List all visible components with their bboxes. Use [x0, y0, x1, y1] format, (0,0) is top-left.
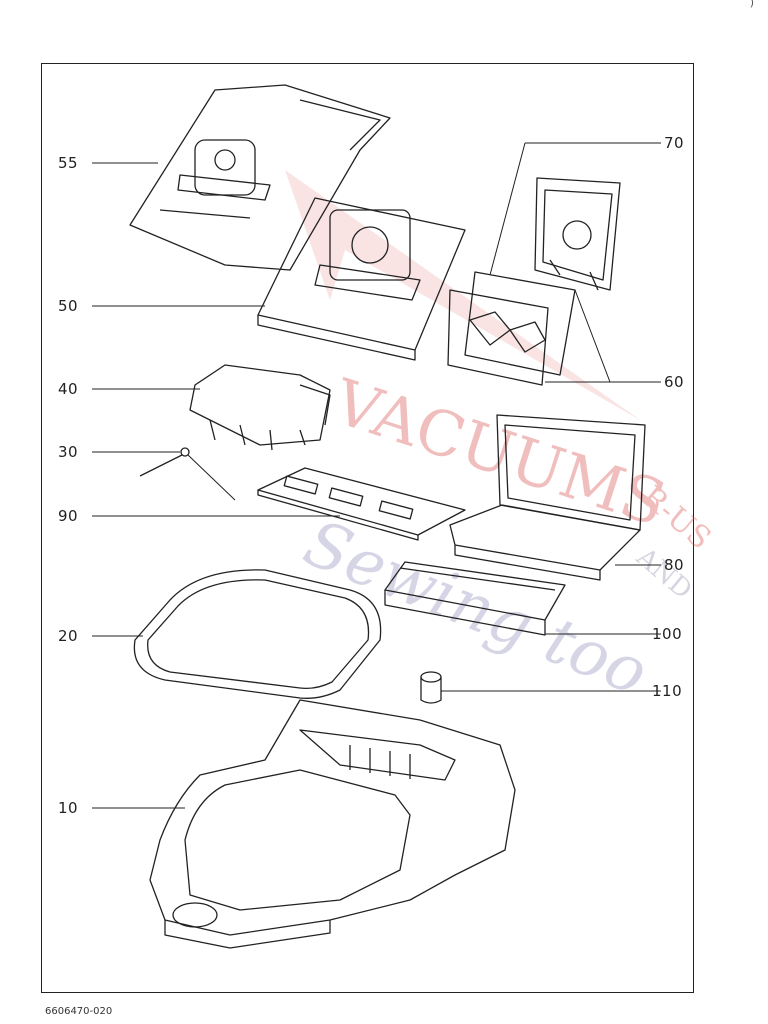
part-90-filter-mat [257, 467, 466, 541]
callout-60: 60 [664, 373, 685, 391]
callout-10: 10 [58, 799, 79, 817]
document-code: 6606470-020 [45, 1006, 113, 1017]
callout-40: 40 [58, 380, 79, 398]
part-110-valve [420, 671, 442, 704]
callout-30: 30 [58, 443, 79, 461]
part-40-bag-holder [189, 364, 331, 451]
callout-20: 20 [58, 627, 79, 645]
callout-100: 100 [652, 625, 683, 643]
part-55-dust-bag [129, 84, 391, 271]
diagram-frame [41, 63, 694, 993]
callout-110: 110 [652, 682, 683, 700]
part-70-filter-frame [534, 177, 621, 291]
watermark-word1: VACUUMS [324, 365, 674, 541]
callout-55: 55 [58, 154, 79, 172]
corner-mark: ) [749, 0, 754, 9]
leader-lines [92, 142, 661, 809]
part-60-filter-panel [447, 271, 576, 386]
callout-50: 50 [58, 297, 79, 315]
part-100-filter-cassette [384, 561, 566, 636]
part-30-pin [139, 447, 190, 477]
callout-80: 80 [664, 556, 685, 574]
callout-70: 70 [664, 134, 685, 152]
part-20-seal [133, 569, 382, 699]
part-80-hepa-box [449, 414, 646, 581]
callout-90: 90 [58, 507, 79, 525]
part-50-bag-flat [257, 197, 466, 361]
part-10-housing [149, 699, 516, 949]
